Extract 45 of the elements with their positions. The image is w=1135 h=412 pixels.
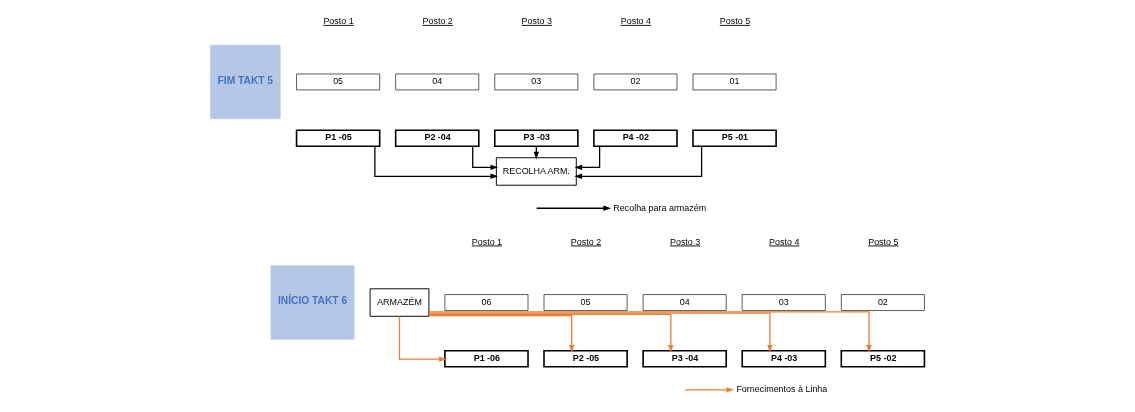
arrow bbox=[574, 145, 703, 179]
node-box: P4 -02 bbox=[593, 129, 678, 147]
node-box: 05 bbox=[296, 73, 380, 91]
label: Posto 3 bbox=[669, 236, 701, 247]
label: Posto 1 bbox=[323, 15, 354, 26]
label: Posto 4 bbox=[620, 15, 652, 26]
node-box: RECOLHA ARM. bbox=[495, 157, 577, 186]
arrow bbox=[428, 313, 674, 353]
node-box: 03 bbox=[741, 294, 826, 311]
arrow bbox=[472, 145, 499, 170]
node-box: 03 bbox=[494, 73, 579, 91]
label: Posto 1 bbox=[471, 236, 503, 247]
arrow bbox=[428, 315, 575, 353]
node-box: P5 -01 bbox=[692, 129, 777, 147]
label: Posto 3 bbox=[521, 15, 552, 26]
node-box: P2 -04 bbox=[394, 129, 480, 147]
node-box: P3 -03 bbox=[493, 129, 579, 147]
node-box: 06 bbox=[444, 294, 529, 311]
node-box: FIM TAKT 5 bbox=[210, 44, 281, 120]
node-box: P3 -04 bbox=[642, 350, 728, 368]
node-box: 02 bbox=[593, 73, 678, 91]
node-box: INÍCIO TAKT 6 bbox=[270, 265, 355, 340]
legend-label: Recolha para armazém bbox=[613, 202, 707, 213]
label: Posto 4 bbox=[769, 236, 800, 247]
node-box: 01 bbox=[692, 73, 777, 91]
arrow bbox=[374, 145, 499, 179]
node-box: P4 -03 bbox=[741, 350, 827, 368]
label: Posto 5 bbox=[868, 236, 899, 247]
node-box: 04 bbox=[642, 294, 727, 311]
node-box: 05 bbox=[543, 294, 628, 311]
node-box: P5 -02 bbox=[840, 350, 926, 368]
node-box: P2 -05 bbox=[543, 350, 628, 368]
node-box: 04 bbox=[395, 73, 480, 91]
label: Posto 2 bbox=[570, 236, 602, 247]
node-box: 02 bbox=[841, 294, 925, 311]
node-box: P1 -05 bbox=[295, 129, 381, 147]
arrow bbox=[428, 311, 872, 353]
node-box: P1 -06 bbox=[444, 350, 529, 368]
node-box: ARMAZÉM bbox=[369, 288, 430, 317]
label: Posto 5 bbox=[719, 15, 751, 26]
legend-label: Fornecimentos à Linha bbox=[736, 384, 828, 395]
label: Posto 2 bbox=[422, 15, 453, 26]
arrow bbox=[428, 312, 773, 353]
arrow bbox=[398, 315, 447, 362]
arrow bbox=[574, 145, 601, 170]
